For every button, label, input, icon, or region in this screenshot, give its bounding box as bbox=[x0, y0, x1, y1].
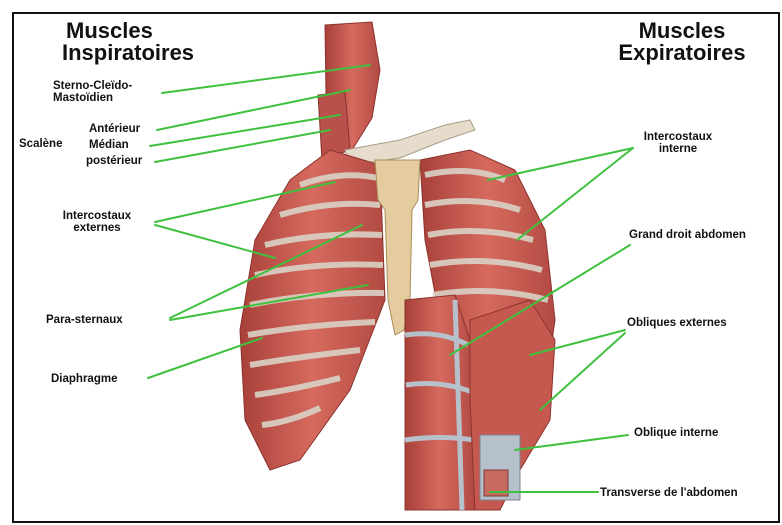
label-anterieur: Antérieur bbox=[89, 123, 140, 135]
label-scalene: Scalène bbox=[19, 138, 62, 150]
label-sterno-cleido-mastoidien: Sterno-Cleïdo- Mastoïdien bbox=[53, 80, 132, 104]
label-para-sternaux: Para-sternaux bbox=[46, 314, 123, 326]
label-ic-int-line1: Intercostaux bbox=[628, 131, 728, 143]
title-inspiratory-line2: Inspiratoires bbox=[62, 42, 194, 64]
leader-median bbox=[150, 115, 340, 146]
label-ic-int-line2: interne bbox=[628, 143, 728, 155]
label-intercostaux-externes: Intercostaux externes bbox=[49, 210, 145, 234]
title-inspiratory-line1: Muscles bbox=[62, 20, 194, 42]
title-expiratory-line1: Muscles bbox=[602, 20, 762, 42]
label-ic-ext-line1: Intercostaux bbox=[49, 210, 145, 222]
label-intercostaux-interne: Intercostaux interne bbox=[628, 131, 728, 155]
label-posterieur: postérieur bbox=[86, 155, 142, 167]
rectus-abdominis bbox=[405, 295, 475, 510]
title-expiratory-line2: Expiratoires bbox=[602, 42, 762, 64]
label-transverse-abdomen: Transverse de l'abdomen bbox=[600, 487, 738, 499]
label-ic-ext-line2: externes bbox=[49, 222, 145, 234]
label-diaphragme: Diaphragme bbox=[51, 373, 117, 385]
label-obliques-externes: Obliques externes bbox=[627, 317, 727, 329]
title-inspiratory: Muscles Inspiratoires bbox=[62, 20, 194, 64]
label-sterno-line2: Mastoïdien bbox=[53, 92, 132, 104]
label-grand-droit-abdomen: Grand droit abdomen bbox=[629, 229, 746, 241]
title-expiratory: Muscles Expiratoires bbox=[602, 20, 762, 64]
label-median: Médian bbox=[89, 139, 129, 151]
leader-posterieur bbox=[155, 130, 330, 162]
label-sterno-line1: Sterno-Cleïdo- bbox=[53, 80, 132, 92]
label-oblique-interne: Oblique interne bbox=[634, 427, 718, 439]
